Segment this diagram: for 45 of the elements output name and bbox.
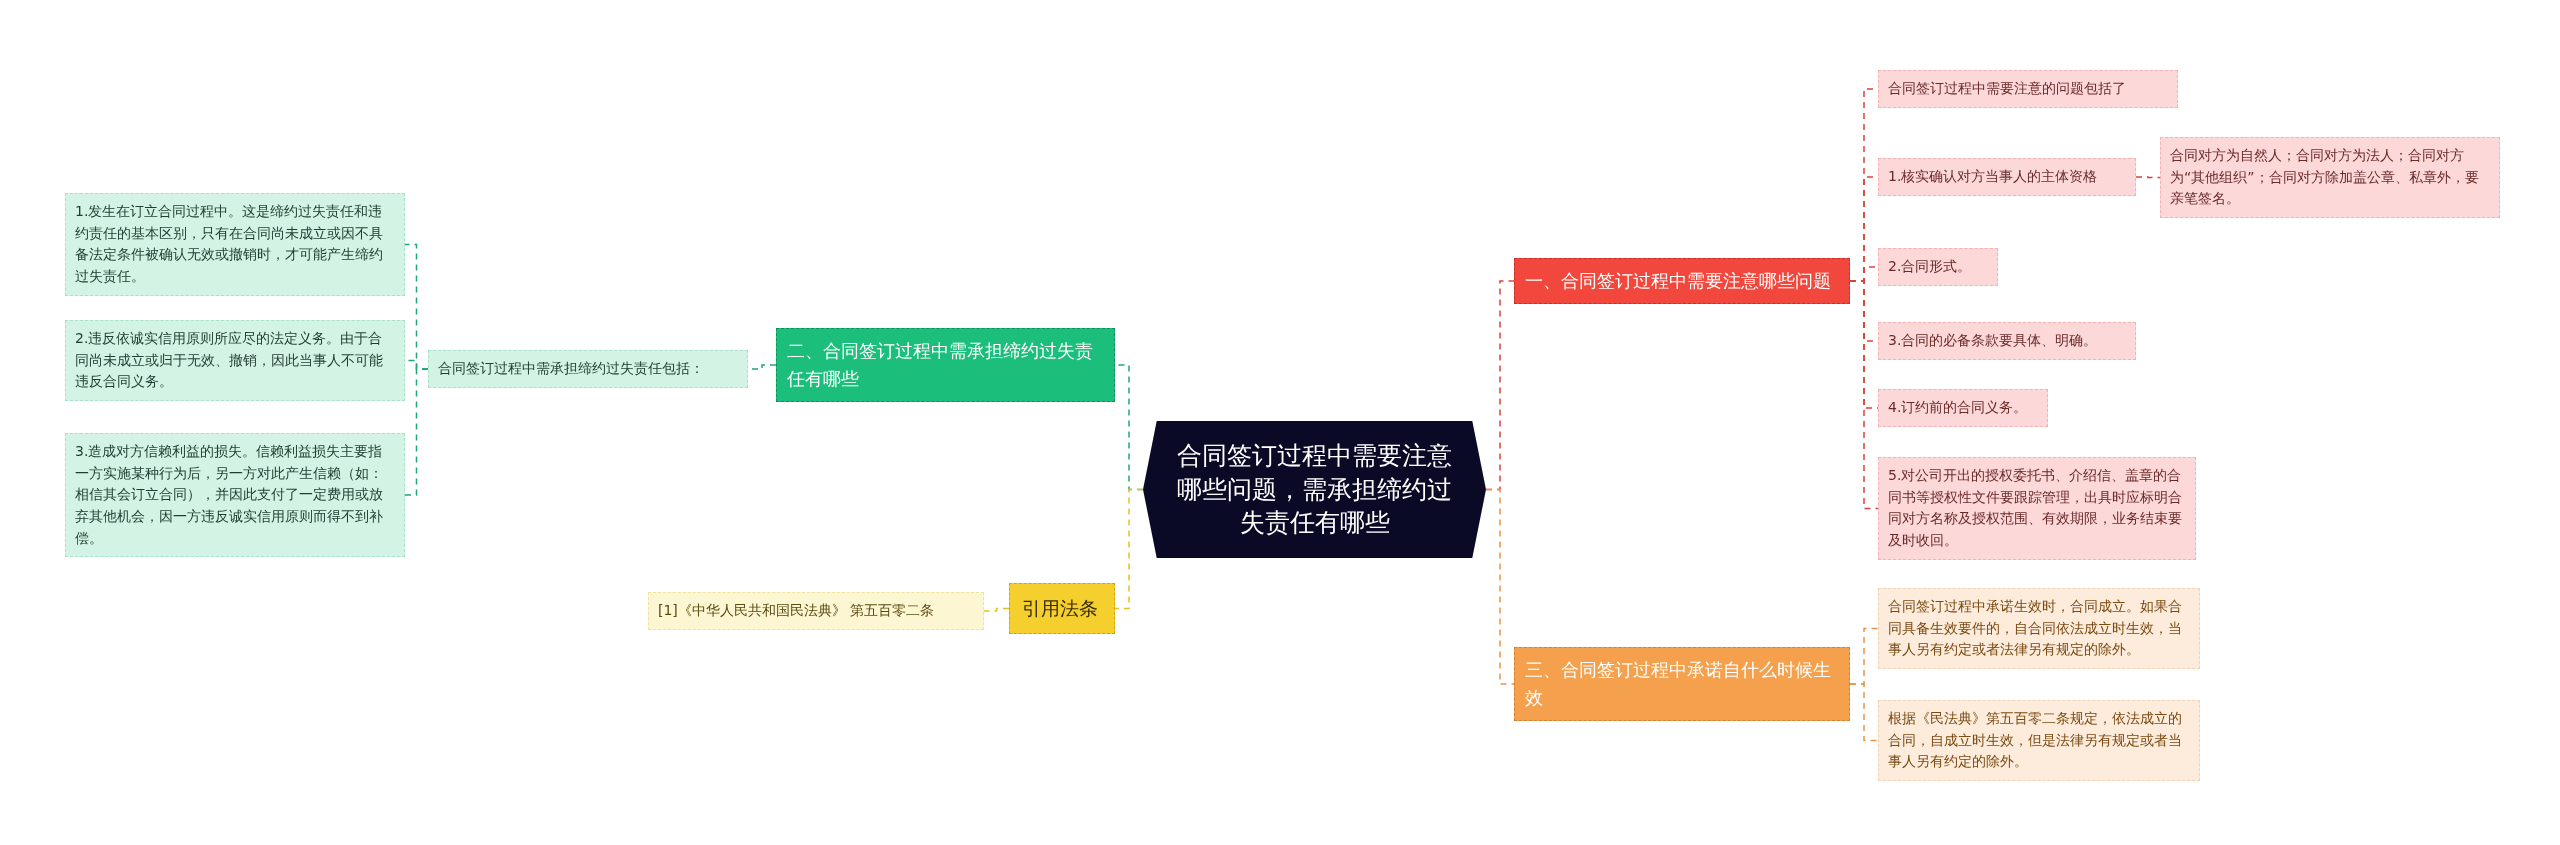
node-text: 3.造成对方信赖利益的损失。信赖利益损失主要指一方实施某种行为后，另一方对此产生信赖（如：相信其会订立合同），并因此支付了一定费用或放弃其他机会，因一方违反诚实信用原则而得不到补偿。 <box>75 443 383 546</box>
connector-line <box>1849 280 1879 510</box>
topic-box <box>1514 647 1850 721</box>
node-text: 1.发生在订立合同过程中。这是缔约过失责任和违约责任的基本区别，只有在合同尚未成立或因不具备法定条件被确认无效或撤销时，才可能产生缔约过失责任。 <box>75 203 383 285</box>
leaf-box <box>65 320 405 402</box>
node-text: 引用法条 <box>1022 597 1098 619</box>
central-topic-hexagon <box>1143 421 1486 558</box>
node-text: 2.违反依诚实信用原则所应尽的法定义务。由于合同尚未成立或归于无效、撤销，因此当事人不可能违反合同义务。 <box>75 330 383 390</box>
leaf-box <box>65 193 405 296</box>
topic-box <box>1009 583 1115 635</box>
node-text: 1.核实确认对方当事人的主体资格 <box>1888 168 2098 184</box>
topic-box <box>776 328 1115 402</box>
node-text: [1]《中华人民共和国民法典》 第五百零二条 <box>658 602 935 618</box>
connector-line <box>404 368 429 496</box>
node-text: 3.合同的必备条款要具体、明确。 <box>1888 332 2098 348</box>
node-text: 根据《民法典》第五百零二条规定，依法成立的合同，自成立时生效，但是法律另有规定或者当事人另有约定的除外。 <box>1888 710 2182 770</box>
leaf-box <box>1878 322 2136 360</box>
connector-line <box>1485 488 1515 685</box>
node-text: 合同签订过程中需承担缔约过失责任包括： <box>438 360 704 376</box>
node-text: 合同签订过程中承诺生效时，合同成立。如果合同具备生效要件的，自合同依法成立时生效，当事人另有约定或者法律另有规定的除外。 <box>1888 598 2182 658</box>
node-text: 2.合同形式。 <box>1888 258 1972 274</box>
node-text: 三、合同签订过程中承诺自什么时候生效 <box>1525 659 1831 708</box>
leaf-box <box>1878 700 2200 782</box>
node-text: 二、合同签订过程中需承担缔约过失责任有哪些 <box>787 340 1093 389</box>
connector-line <box>1114 488 1144 610</box>
connector-line <box>983 607 1010 612</box>
leaf-box <box>1878 158 2136 196</box>
connector-line <box>1849 683 1879 742</box>
node-text: 合同签订过程中需要注意的问题包括了 <box>1888 80 2126 96</box>
topic-box <box>1514 258 1850 304</box>
node-text: 合同对方为自然人；合同对方为法人；合同对方为“其他组织”；合同对方除加盖公章、私章外，要亲笔签名。 <box>2170 147 2479 207</box>
node-text: 一、合同签订过程中需要注意哪些问题 <box>1525 270 1831 291</box>
leaf-box <box>1878 588 2200 670</box>
leaf-box <box>65 433 405 558</box>
leaf-box <box>1878 457 2196 560</box>
leaf-box <box>2160 137 2500 219</box>
leaf-box <box>1878 70 2178 108</box>
connector-line <box>2135 176 2161 179</box>
leaf-box <box>428 350 748 388</box>
leaf-box <box>648 592 984 630</box>
leaf-box <box>1878 389 2048 427</box>
node-text: 5.对公司开出的授权委托书、介绍信、盖章的合同书等授权性文件要跟踪管理，出具时应标明合同对方名称及授权范围、有效期限，业务结束要及时收回。 <box>1888 467 2182 549</box>
node-text: 合同签订过程中需要注意哪些问题，需承担缔约过失责任有哪些 <box>1176 439 1453 540</box>
leaf-box <box>1878 248 1998 286</box>
node-text: 4.订约前的合同义务。 <box>1888 399 2028 415</box>
